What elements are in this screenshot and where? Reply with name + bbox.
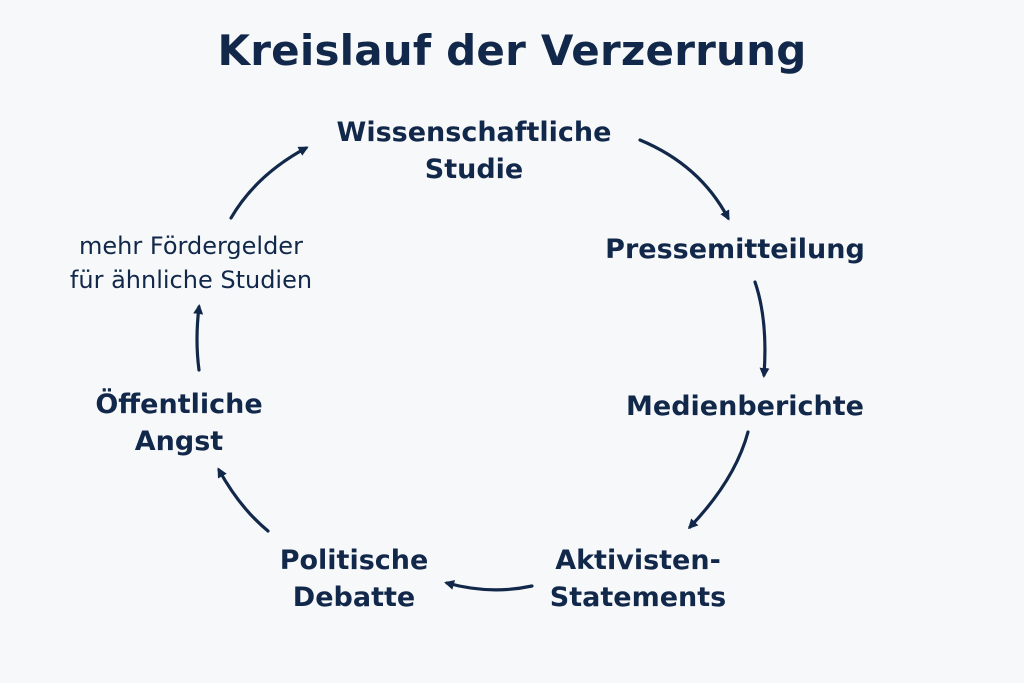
node-media-reports-line-1: Medienberichte xyxy=(626,391,864,422)
node-more-funding-line-2: für ähnliche Studien xyxy=(69,266,313,294)
arrow-study-to-press xyxy=(638,138,730,221)
node-activist-statements: Aktivisten- Statements xyxy=(550,542,726,616)
arrow-press-to-media xyxy=(753,280,770,378)
node-scientific-study-line-1: Wissenschaftliche xyxy=(336,117,612,148)
node-political-debate: Politische Debatte xyxy=(280,542,429,616)
node-scientific-study: Wissenschaftliche Studie xyxy=(337,114,612,188)
arrow-media-to-activists xyxy=(687,430,750,530)
node-activist-statements-line-1: Aktivisten- xyxy=(555,545,721,576)
arrow-activists-to-politics xyxy=(444,580,534,592)
diagram-title: Kreislauf der Verzerrung xyxy=(217,26,807,75)
arrow-fear-to-funding xyxy=(193,304,204,372)
node-activist-statements-line-2: Statements xyxy=(549,582,727,613)
node-public-fear: Öffentliche Angst xyxy=(95,386,262,460)
node-public-fear-line-2: Angst xyxy=(134,426,224,457)
node-more-funding: mehr Fördergelder für ähnliche Studien xyxy=(70,229,312,297)
arrow-politics-to-fear xyxy=(217,467,270,533)
node-media-reports: Medienberichte xyxy=(626,388,864,425)
node-press-release-line-1: Pressemitteilung xyxy=(605,234,865,265)
node-political-debate-line-1: Politische xyxy=(279,545,429,576)
node-more-funding-line-1: mehr Fördergelder xyxy=(79,232,303,260)
node-political-debate-line-2: Debatte xyxy=(292,582,416,613)
arrow-funding-to-study xyxy=(229,146,309,220)
node-press-release: Pressemitteilung xyxy=(605,231,865,268)
node-public-fear-line-1: Öffentliche xyxy=(95,389,263,420)
node-scientific-study-line-2: Studie xyxy=(424,154,524,185)
